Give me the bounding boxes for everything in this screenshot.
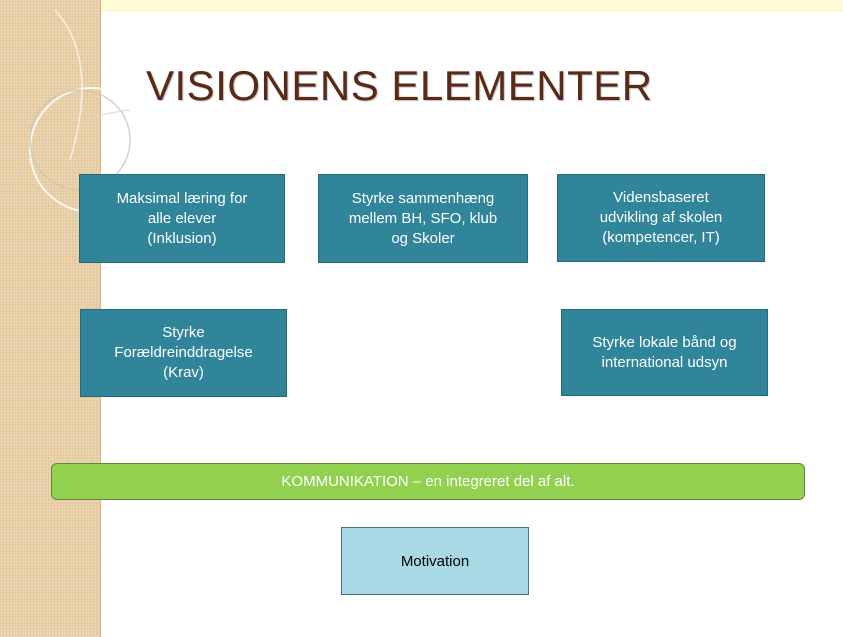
vision-box-lokale-baand: Styrke lokale bånd og international udsy… bbox=[561, 309, 768, 396]
vision-box-vidensbaseret-udvikling: Vidensbaseret udvikling af skolen (kompe… bbox=[557, 174, 765, 262]
vision-box-maksimal-laering: Maksimal læring for alle elever (Inklusi… bbox=[79, 174, 285, 263]
slide-title: VISIONENS ELEMENTER bbox=[146, 62, 653, 109]
communication-bar: KOMMUNIKATION – en integreret del af alt… bbox=[51, 463, 805, 500]
vision-box-styrke-sammenhaeng: Styrke sammenhæng mellem BH, SFO, klub o… bbox=[318, 174, 528, 263]
vision-box-foraeldreinddragelse: Styrke Forældreinddragelse (Krav) bbox=[80, 309, 287, 397]
top-band bbox=[0, 0, 843, 12]
motivation-box: Motivation bbox=[341, 527, 529, 595]
